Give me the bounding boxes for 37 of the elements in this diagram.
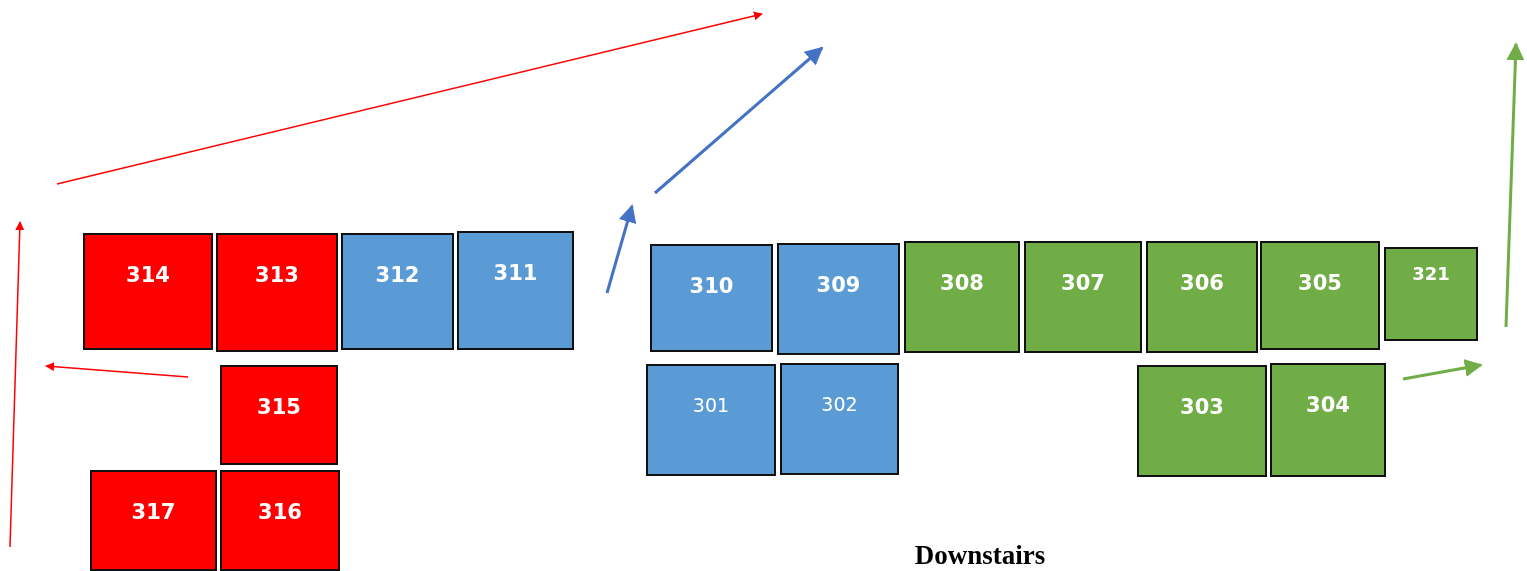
room-box bbox=[1260, 241, 1380, 350]
room-number: 313 bbox=[254, 263, 300, 287]
room-number: 309 bbox=[815, 273, 862, 297]
room-box bbox=[220, 470, 340, 571]
room-number: 304 bbox=[1305, 393, 1351, 417]
room-number: 321 bbox=[1411, 263, 1451, 284]
room-number: 308 bbox=[939, 271, 985, 295]
room-box bbox=[1384, 247, 1478, 341]
room-box bbox=[1137, 365, 1267, 477]
room-box bbox=[780, 363, 899, 475]
room-box bbox=[1146, 241, 1258, 353]
room-box bbox=[216, 233, 338, 352]
floor-label: Downstairs bbox=[913, 540, 1047, 571]
room-box bbox=[83, 233, 213, 350]
room-number: 305 bbox=[1297, 271, 1343, 295]
room-box bbox=[457, 231, 574, 350]
room-number: 307 bbox=[1060, 271, 1106, 295]
room-number: 310 bbox=[688, 274, 735, 298]
room-number: 311 bbox=[492, 261, 539, 285]
room-box bbox=[777, 243, 900, 355]
room-box bbox=[904, 241, 1020, 353]
room-number: 306 bbox=[1179, 271, 1225, 295]
room-box bbox=[1270, 363, 1386, 477]
room-box bbox=[650, 244, 773, 352]
room-number: 302 bbox=[820, 393, 859, 415]
room-number: 317 bbox=[130, 500, 177, 524]
room-number: 303 bbox=[1179, 395, 1225, 419]
room-box bbox=[1024, 241, 1142, 353]
room-box bbox=[220, 365, 338, 465]
room-box bbox=[646, 364, 776, 476]
room-box bbox=[90, 470, 217, 571]
room-box bbox=[341, 233, 454, 350]
room-number: 301 bbox=[691, 394, 731, 416]
room-number: 316 bbox=[257, 500, 303, 524]
room-number: 314 bbox=[125, 263, 171, 287]
room-number: 315 bbox=[256, 395, 302, 419]
room-number: 312 bbox=[374, 263, 421, 287]
